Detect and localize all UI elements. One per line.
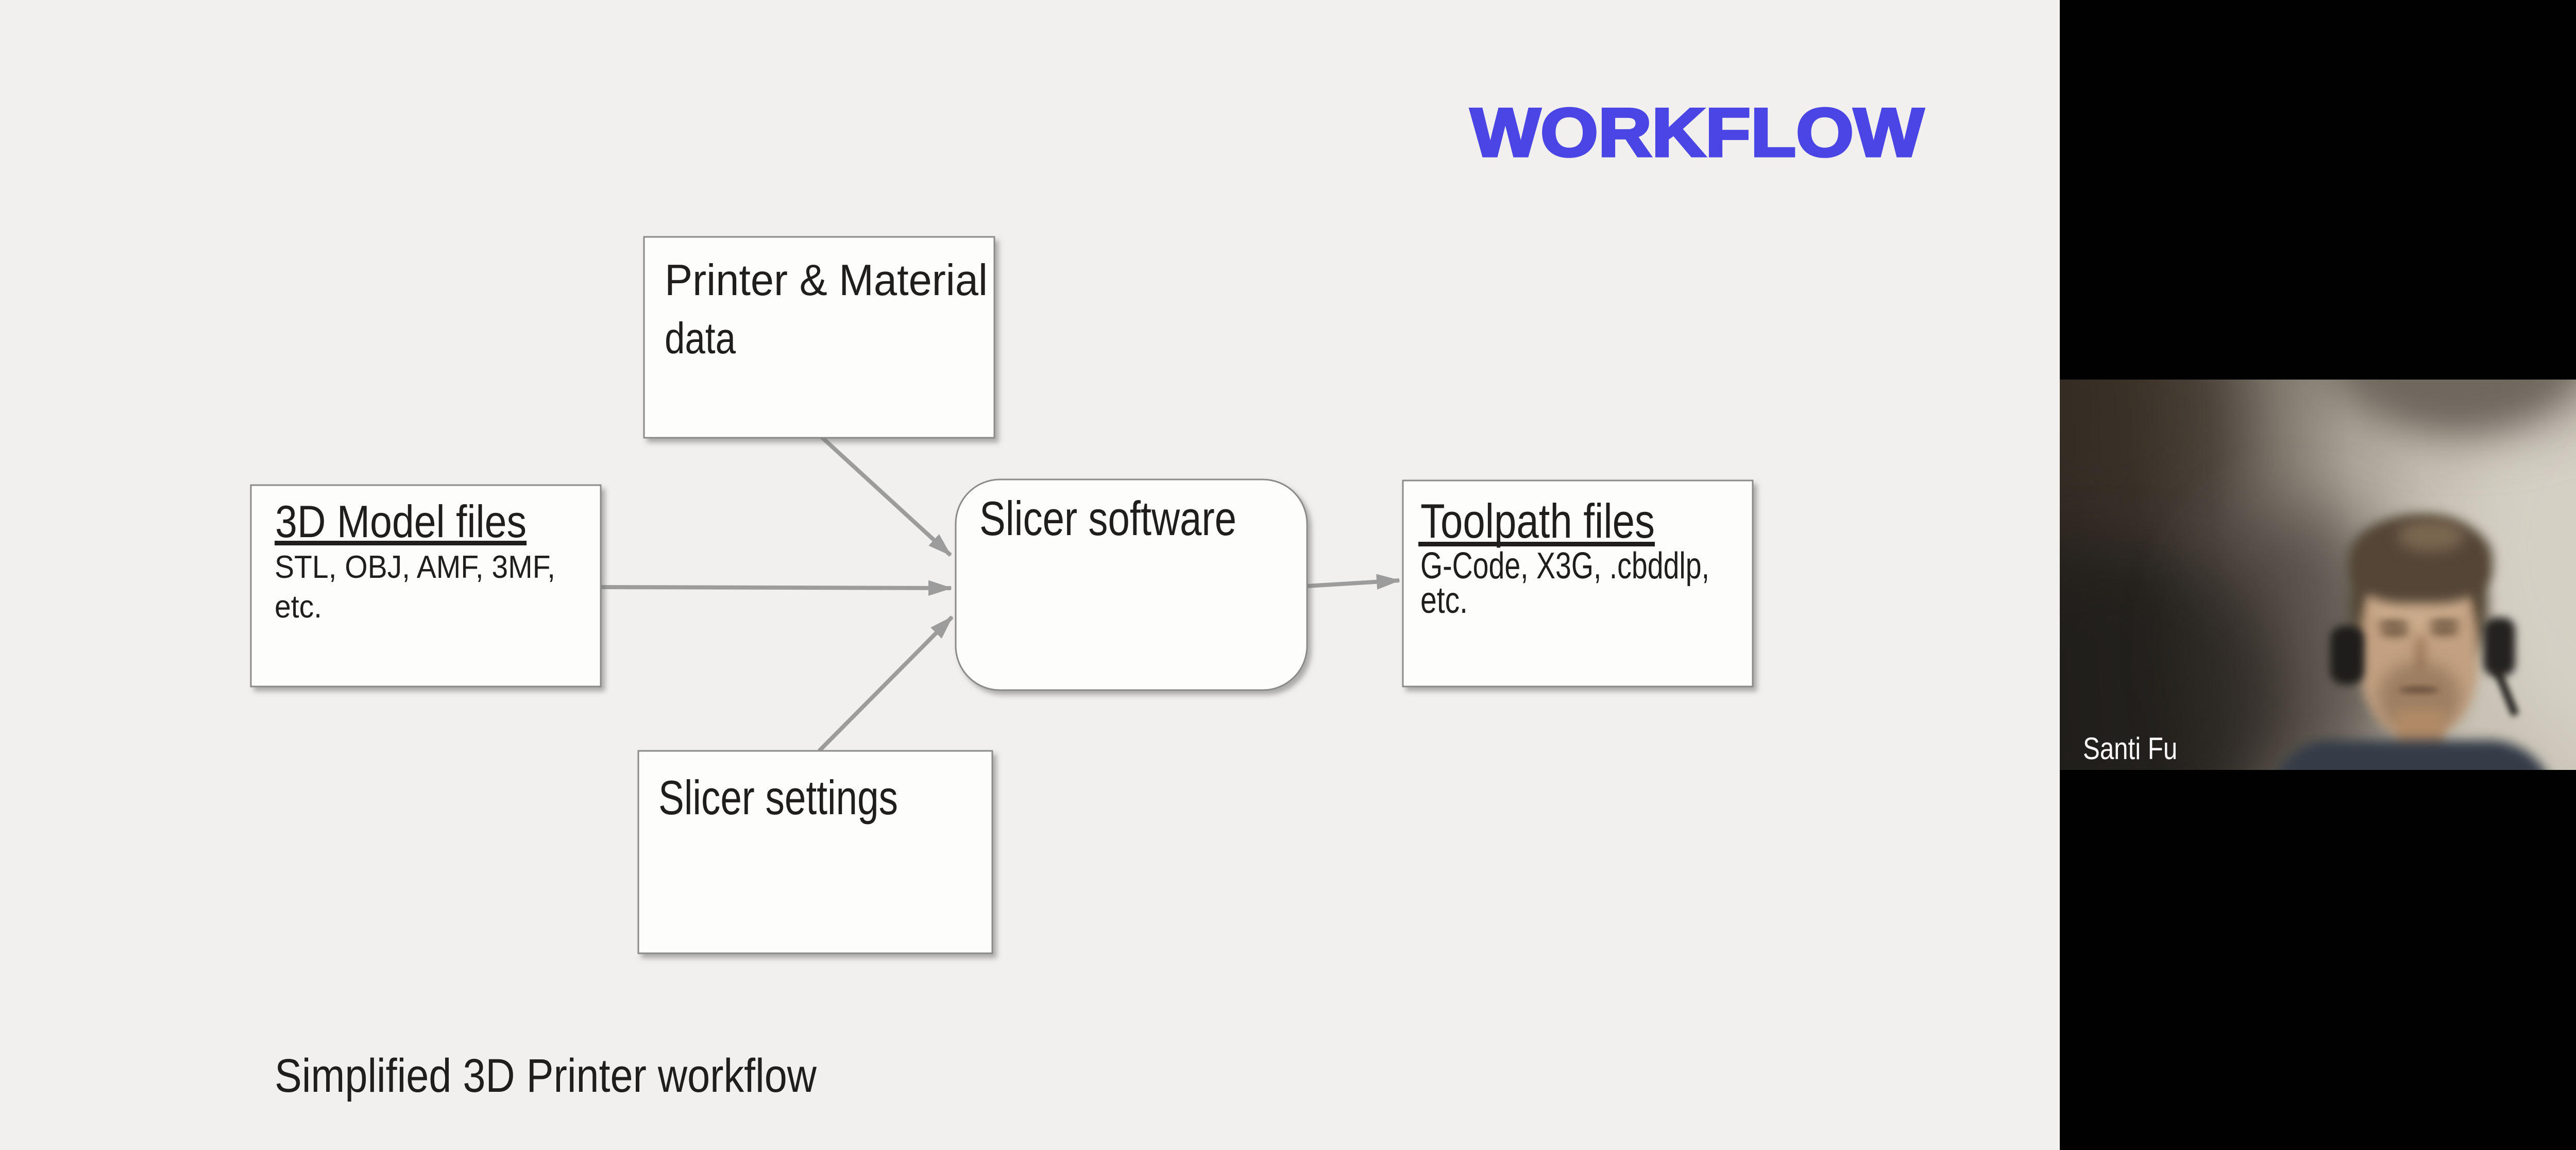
svg-text:WORKFLOW: WORKFLOW	[1470, 95, 1924, 171]
svg-text:Simplified 3D Printer workflow: Simplified 3D Printer workflow	[275, 1050, 817, 1102]
svg-text:etc.: etc.	[275, 589, 322, 625]
svg-text:Printer & Material: Printer & Material	[665, 256, 988, 305]
svg-text:data: data	[665, 314, 736, 363]
svg-text:G-Code, X3G, .cbddlp,: G-Code, X3G, .cbddlp,	[1420, 545, 1709, 587]
svg-text:STL, OBJ, AMF, 3MF,: STL, OBJ, AMF, 3MF,	[275, 550, 555, 585]
svg-text:etc.: etc.	[1420, 580, 1468, 621]
svg-text:3D Model files: 3D Model files	[275, 496, 527, 547]
svg-text:Slicer settings: Slicer settings	[658, 770, 898, 825]
svg-text:Slicer software: Slicer software	[979, 491, 1236, 545]
svg-text:Toolpath files: Toolpath files	[1420, 494, 1655, 548]
